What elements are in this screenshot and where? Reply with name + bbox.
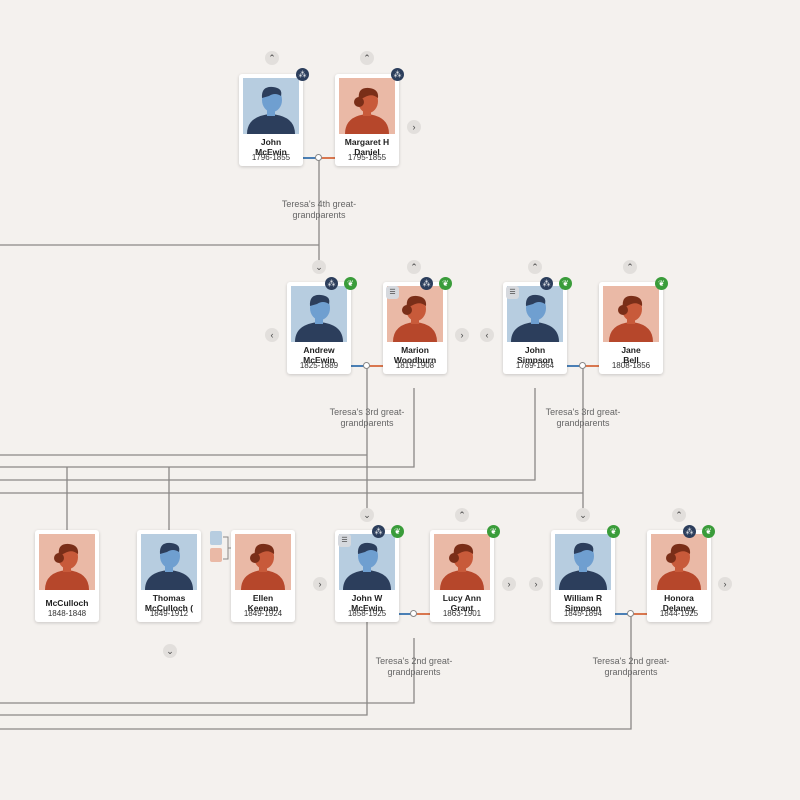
male-silhouette-avatar: [141, 534, 197, 590]
chevron-up-icon[interactable]: ⌃: [528, 260, 542, 274]
family-tree-icon[interactable]: ⁂: [391, 68, 404, 81]
person-name: Thomas McCulloch (: [144, 593, 194, 613]
person-card-margaret-h-daniel[interactable]: Margaret H Daniel 1795-1855: [335, 74, 399, 166]
person-dates: 1849-1912: [149, 609, 189, 618]
person-name: Honora Delaney: [662, 593, 696, 613]
person-dates: 1825-1889: [299, 361, 339, 370]
person-dates: 1863-1901: [442, 609, 482, 618]
spouse-connector-dot: [315, 154, 322, 161]
person-dates: 1844-1925: [659, 609, 699, 618]
person-card-andrew-mcewin[interactable]: Andrew McEwin 1825-1889: [287, 282, 351, 374]
chevron-up-icon[interactable]: ⌃: [407, 260, 421, 274]
person-name: Ellen Keenan: [247, 593, 279, 613]
male-silhouette-avatar: [291, 286, 347, 342]
family-tree-icon[interactable]: ⁂: [540, 277, 553, 290]
person-name: Jane Bell: [621, 345, 641, 365]
spouse-connector-dot: [579, 362, 586, 369]
person-dates: 1848-1848: [47, 609, 87, 618]
person-dates: 1808-1856: [611, 361, 651, 370]
person-dates: 1819-1908: [395, 361, 435, 370]
person-name: John Simpson: [517, 345, 553, 365]
person-name: Andrew McEwin: [303, 345, 335, 365]
female-silhouette-avatar: [39, 534, 95, 590]
person-name: McCulloch: [45, 598, 89, 608]
chevron-left-icon[interactable]: ‹: [480, 328, 494, 342]
person-dates: 1858-1925: [347, 609, 387, 618]
hint-leaf-icon[interactable]: ❦: [655, 277, 668, 290]
hint-leaf-icon[interactable]: ❦: [344, 277, 357, 290]
person-name: John W McEwin: [351, 593, 383, 613]
female-silhouette-avatar: [235, 534, 291, 590]
chevron-down-icon[interactable]: ⌄: [576, 508, 590, 522]
relationship-label: Teresa's 2nd great- grandparents: [375, 656, 453, 677]
spouse-switcher-male-avatar[interactable]: [210, 531, 222, 545]
chevron-left-icon[interactable]: ‹: [265, 328, 279, 342]
hint-leaf-icon[interactable]: ❦: [607, 525, 620, 538]
person-name: Lucy Ann Grant: [442, 593, 482, 613]
male-silhouette-avatar: [555, 534, 611, 590]
records-list-icon[interactable]: ☰: [386, 286, 399, 299]
spouse-connector-dot: [627, 610, 634, 617]
relationship-label: Teresa's 3rd great- grandparents: [329, 407, 405, 428]
person-card-william-r-simpson[interactable]: William R Simpson 1845-1894: [551, 530, 615, 622]
female-silhouette-avatar: [339, 78, 395, 134]
person-card-john-mcewin[interactable]: John McEwin 1796-1855: [239, 74, 303, 166]
family-tree-icon[interactable]: ⁂: [296, 68, 309, 81]
chevron-up-icon[interactable]: ⌃: [455, 508, 469, 522]
spouse-connector-dot: [363, 362, 370, 369]
chevron-up-icon[interactable]: ⌃: [360, 51, 374, 65]
person-dates: 1789-1864: [515, 361, 555, 370]
chevron-up-icon[interactable]: ⌃: [623, 260, 637, 274]
female-silhouette-avatar: [434, 534, 490, 590]
relationship-label: Teresa's 4th great- grandparents: [281, 199, 357, 220]
person-card-ellen-keenan[interactable]: Ellen Keenan 1849-1924: [231, 530, 295, 622]
family-tree-icon[interactable]: ⁂: [372, 525, 385, 538]
hint-leaf-icon[interactable]: ❦: [439, 277, 452, 290]
records-list-icon[interactable]: ☰: [506, 286, 519, 299]
person-dates: 1796-1855: [251, 153, 291, 162]
person-card-honora-delaney[interactable]: Honora Delaney 1844-1925: [647, 530, 711, 622]
person-dates: 1795-1855: [347, 153, 387, 162]
person-card-mcculloch[interactable]: McCulloch 1848-1848: [35, 530, 99, 622]
chevron-right-icon[interactable]: ›: [718, 577, 732, 591]
spouse-connector-dot: [410, 610, 417, 617]
spouse-switcher-bracket: [223, 536, 231, 560]
person-dates: 1849-1924: [243, 609, 283, 618]
family-tree-icon[interactable]: ⁂: [683, 525, 696, 538]
person-dates: 1845-1894: [563, 609, 603, 618]
female-silhouette-avatar: [651, 534, 707, 590]
female-silhouette-avatar: [603, 286, 659, 342]
chevron-right-icon[interactable]: ›: [529, 577, 543, 591]
chevron-up-icon[interactable]: ⌃: [672, 508, 686, 522]
chevron-right-icon[interactable]: ›: [313, 577, 327, 591]
person-card-lucy-ann-grant[interactable]: Lucy Ann Grant 1863-1901: [430, 530, 494, 622]
person-name: Marion Woodburn: [393, 345, 437, 365]
chevron-down-icon[interactable]: ⌄: [312, 260, 326, 274]
person-name: William R Simpson: [563, 593, 603, 613]
family-tree-icon[interactable]: ⁂: [325, 277, 338, 290]
hint-leaf-icon[interactable]: ❦: [391, 525, 404, 538]
chevron-down-icon[interactable]: ⌄: [163, 644, 177, 658]
hint-leaf-icon[interactable]: ❦: [487, 525, 500, 538]
family-tree-icon[interactable]: ⁂: [420, 277, 433, 290]
chevron-down-icon[interactable]: ⌄: [360, 508, 374, 522]
spouse-switcher-female-avatar[interactable]: [210, 548, 222, 562]
male-silhouette-avatar: [243, 78, 299, 134]
chevron-right-icon[interactable]: ›: [407, 120, 421, 134]
hint-leaf-icon[interactable]: ❦: [559, 277, 572, 290]
person-card-thomas-mcculloch[interactable]: Thomas McCulloch ( 1849-1912: [137, 530, 201, 622]
relationship-label: Teresa's 2nd great- grandparents: [592, 656, 670, 677]
chevron-up-icon[interactable]: ⌃: [265, 51, 279, 65]
hint-leaf-icon[interactable]: ❦: [702, 525, 715, 538]
chevron-right-icon[interactable]: ›: [455, 328, 469, 342]
male-silhouette-avatar: [507, 286, 563, 342]
chevron-right-icon[interactable]: ›: [502, 577, 516, 591]
records-list-icon[interactable]: ☰: [338, 534, 351, 547]
person-name: Margaret H Daniel: [344, 137, 390, 157]
person-name: John McEwin: [255, 137, 287, 157]
relationship-label: Teresa's 3rd great- grandparents: [545, 407, 621, 428]
person-card-jane-bell[interactable]: Jane Bell 1808-1856: [599, 282, 663, 374]
